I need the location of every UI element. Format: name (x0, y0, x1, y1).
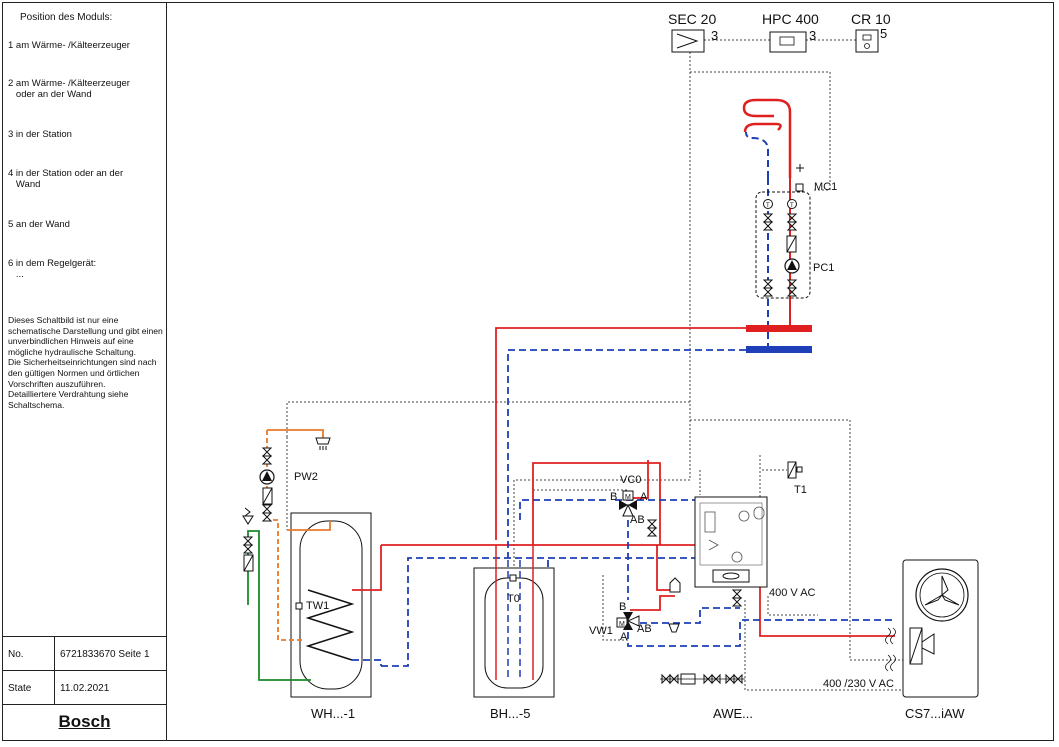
cr10-label: CR 10 (851, 11, 891, 27)
t1-label: T1 (794, 484, 807, 496)
t0-label: T0 (507, 593, 520, 605)
thermometer-left-label: T (766, 203, 770, 209)
supply-pipes (381, 327, 895, 637)
outdoor-unit: CS7...iAW 400 /230 V AC (823, 559, 979, 721)
heating-circuit: T T MC1 PC1 (742, 98, 837, 353)
legend-title: Position des Moduls: (20, 12, 113, 23)
tw1-label: TW1 (306, 600, 329, 612)
state-label: State (8, 683, 32, 694)
vc0-port-a: A (640, 491, 648, 503)
sec20-position: 3 (711, 28, 718, 43)
state-value: 11.02.2021 (60, 683, 110, 694)
bh-label: BH...-5 (490, 706, 530, 721)
pw2-label: PW2 (294, 471, 318, 483)
hpc400-position: 3 (809, 28, 816, 43)
thermometer-right-label: T (790, 203, 794, 209)
vc0-port-b: B (610, 491, 617, 503)
control-wiring (286, 39, 905, 691)
diverter-valve-vc0: M VC0 B A AB (610, 474, 657, 537)
legend-item-5: 5 an der Wand (8, 219, 70, 230)
vw1-motor-label: M (619, 621, 625, 628)
vw1-port-a: A (620, 631, 628, 643)
awe-label: AWE... (713, 706, 753, 721)
indoor-unit: AWE... 400 V AC (660, 496, 816, 721)
number-row: No. 6721833670 Seite 1 (2, 636, 167, 670)
brand-name: Bosch (58, 712, 111, 731)
vc0-port-ab: AB (630, 514, 645, 526)
number-value: 6721833670 Seite 1 (60, 649, 150, 660)
title-block: No. 6721833670 Seite 1 State 11.02.2021 … (2, 636, 167, 741)
wh-label: WH...-1 (311, 706, 355, 721)
vw1-label: VW1 (589, 625, 613, 637)
voltage-400-230-label: 400 /230 V AC (823, 678, 894, 690)
pc1-label: PC1 (813, 262, 834, 274)
legend-item-4: 4 in der Station oder an der Wand (8, 168, 124, 190)
vc0-motor-label: M (625, 494, 631, 501)
vw1-port-b: B (619, 601, 626, 613)
mc1-label: MC1 (814, 181, 837, 193)
number-label: No. (8, 649, 24, 660)
diverter-valve-vw1: M VW1 B A AB (589, 601, 652, 643)
legend-item-1: 1 am Wärme- /Kälteerzeuger (8, 40, 130, 51)
outdoor-sensor-t1: T1 (787, 461, 807, 496)
dhw-circulation: PW2 (242, 429, 331, 681)
legend-item-2: 2 am Wärme- /Kälteerzeuger oder an der W… (8, 78, 130, 100)
vc0-label: VC0 (620, 474, 641, 486)
hpc400-label: HPC 400 (762, 11, 819, 27)
legend-panel: Position des Moduls: 1 am Wärme- /Kältee… (2, 2, 167, 741)
dhw-tank: TW1 WH...-1 (290, 512, 382, 721)
cs7-label: CS7...iAW (905, 706, 965, 721)
buffer-tank: T0 BH...-5 (473, 545, 555, 721)
brand-row: Bosch (2, 704, 167, 741)
return-pipes (381, 349, 895, 667)
legend-item-3: 3 in der Station (8, 129, 72, 140)
sec20-label: SEC 20 (668, 11, 716, 27)
vw1-port-ab: AB (637, 623, 652, 635)
disclaimer-note: Dieses Schaltbild ist nur eine schematis… (8, 315, 163, 410)
legend-item-6: 6 in dem Regelgerät: ... (8, 258, 97, 280)
voltage-400-label: 400 V AC (769, 587, 816, 599)
state-row: State 11.02.2021 (2, 670, 167, 704)
controller-cr10: CR 10 5 (851, 11, 891, 53)
controller-hpc400: HPC 400 3 (762, 11, 819, 53)
controller-sec20: SEC 20 3 (668, 11, 718, 53)
cr10-position: 5 (880, 26, 887, 41)
